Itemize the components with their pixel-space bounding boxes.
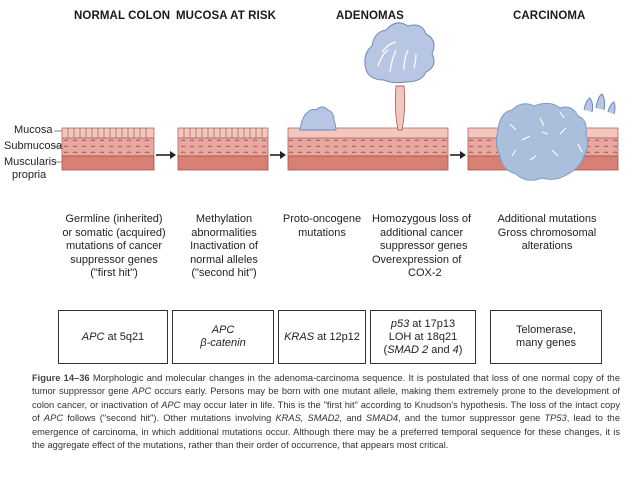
- tissue-segment-carcinoma: [467, 93, 619, 181]
- gene-box-telomerase: Telomerase, many genes: [490, 310, 602, 364]
- caption-gene: TP53: [544, 413, 567, 424]
- layer-label-muscularis: Muscularis: [4, 156, 57, 168]
- figure-number: Figure 14–36: [32, 373, 90, 383]
- gene-name: APC: [81, 330, 105, 343]
- description-adenoma-early: Proto-oncogene mutations: [280, 213, 364, 240]
- gene-name: KRAS: [284, 330, 315, 343]
- description-line: additional cancer: [380, 226, 464, 239]
- gene-text: Telomerase,: [516, 324, 576, 336]
- caption-text: , lead to the emergence of carcinoma, in…: [32, 413, 621, 451]
- gene-name: p53: [390, 317, 410, 330]
- description-line: normal alleles: [190, 253, 258, 266]
- gene-name: APC: [211, 324, 235, 336]
- caption-text: occurs early. Persons may be born with o…: [32, 386, 620, 410]
- description-line: ("second hit"): [191, 267, 257, 279]
- description-line: Inactivation of: [190, 240, 258, 252]
- gene-name: 4: [452, 343, 459, 356]
- header-carcinoma: CARCINOMA: [513, 10, 586, 22]
- tissue-segment-normal: [61, 127, 155, 171]
- caption-text: and: [342, 413, 367, 424]
- figure-caption: Figure 14–36 Morphologic and molecular c…: [32, 372, 620, 452]
- gene-locus: at 12p12: [314, 330, 360, 343]
- description-at-risk: Methylation abnormalities Inactivation o…: [176, 213, 272, 281]
- description-line: Homozygous loss of: [372, 213, 472, 225]
- description-line: mutations of cancer: [66, 240, 162, 252]
- header-normal-colon: NORMAL COLON: [74, 10, 171, 22]
- caption-text: follows ("second hit"). Other mutations …: [63, 413, 276, 424]
- caption-gene: SMAD4: [366, 413, 399, 424]
- caption-gene: KRAS, SMAD2,: [275, 413, 343, 424]
- arrow-1: [156, 151, 176, 159]
- description-line: COX-2: [408, 267, 442, 279]
- description-line: abnormalities: [191, 226, 257, 239]
- gene-box-apc-beta-catenin: APC β-catenin: [172, 310, 274, 364]
- layer-label-propria: propria: [12, 169, 47, 181]
- gene-box-kras: KRAS at 12p12: [278, 310, 366, 364]
- description-line: Gross chromosomal: [497, 226, 597, 239]
- tissue-segment-at-risk: [177, 127, 269, 171]
- gene-locus: at 5q21: [104, 330, 145, 343]
- description-line: Proto-oncogene: [282, 213, 362, 225]
- paren: ): [458, 343, 463, 356]
- header-adenomas: ADENOMAS: [336, 10, 404, 22]
- description-line: suppressor genes: [70, 253, 158, 266]
- layer-label-mucosa: Mucosa: [14, 124, 53, 136]
- caption-text: Morphologic and molecular changes in the…: [32, 373, 621, 397]
- arrow-2: [270, 151, 286, 159]
- gene-name: SMAD 2: [387, 343, 429, 356]
- gene-box-p53-smad: p53 at 17p13 LOH at 18q21 (SMAD 2 and 4): [370, 310, 476, 364]
- description-line: Overexpression of: [372, 253, 462, 266]
- description-line: alterations: [521, 240, 573, 252]
- description-line: or somatic (acquired): [62, 226, 166, 239]
- gene-name: β-catenin: [200, 337, 246, 349]
- caption-gene: APC: [161, 399, 181, 410]
- gene-text: many genes: [516, 337, 576, 349]
- gene-locus: at 17p13: [409, 317, 456, 330]
- description-line: suppressor genes: [380, 240, 468, 252]
- description-adenoma-late: Homozygous loss of additional cancer sup…: [372, 213, 472, 281]
- caption-gene: APC: [43, 413, 64, 424]
- description-line: Additional mutations: [497, 213, 597, 225]
- caption-text: may occur later in life. This is the "fi…: [32, 399, 620, 424]
- description-line: Germline (inherited): [65, 213, 163, 225]
- description-line: ("first hit"): [90, 267, 138, 279]
- description-line: mutations: [298, 226, 346, 239]
- arrow-3: [450, 151, 466, 159]
- gene-locus: LOH at 18q21: [388, 330, 458, 343]
- layer-leader-lines: [54, 130, 62, 163]
- gene-box-apc: APC at 5q21: [58, 310, 168, 364]
- conjunction: and: [428, 343, 453, 356]
- tissue-segment-adenomas: [287, 22, 449, 171]
- caption-text: , and the tumor suppressor gene: [398, 413, 545, 424]
- paren: (: [383, 343, 388, 356]
- header-mucosa-at-risk: MUCOSA AT RISK: [176, 10, 276, 22]
- description-line: Methylation: [195, 213, 253, 225]
- description-carcinoma: Additional mutations Gross chromosomal a…: [492, 213, 602, 254]
- caption-gene: APC: [132, 386, 152, 397]
- description-normal: Germline (inherited) or somatic (acquire…: [60, 213, 168, 281]
- layer-label-submucosa: Submucosa: [4, 140, 63, 152]
